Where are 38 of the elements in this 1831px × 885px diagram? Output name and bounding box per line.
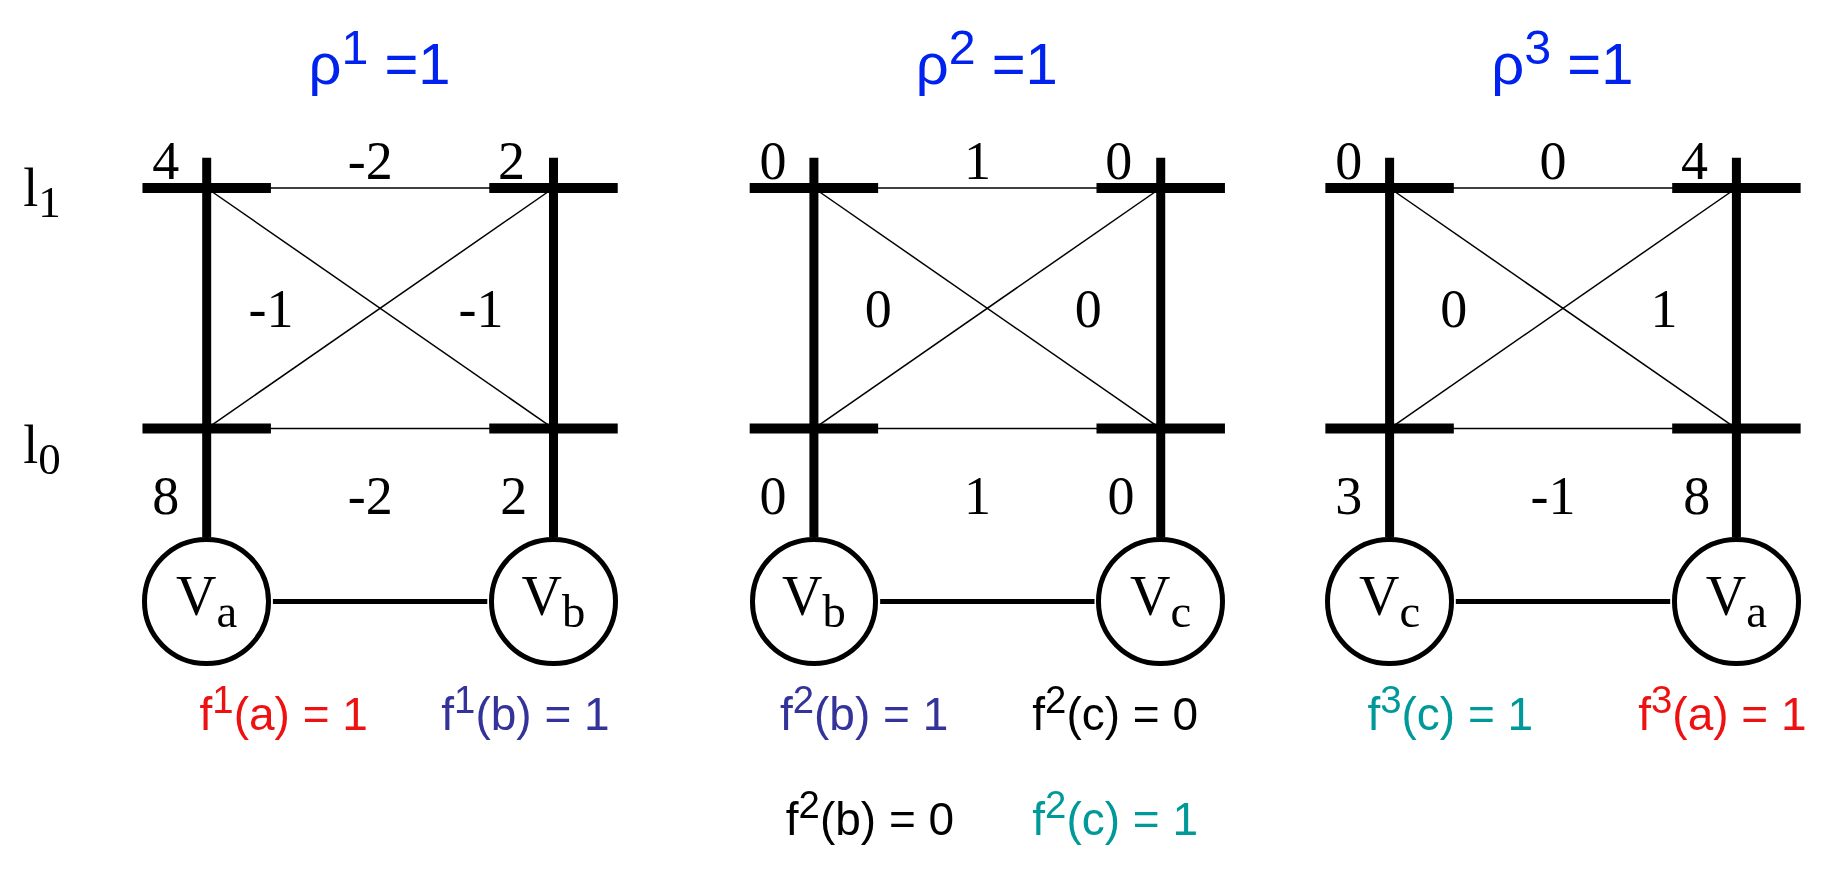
cost-value: 0 [1539, 134, 1567, 189]
variable-circle: V$_{b}$ [489, 537, 618, 666]
cost-value: -2 [347, 469, 393, 524]
cost-value: 3 [1335, 469, 1363, 524]
cost-value: 0 [1335, 134, 1363, 189]
cost-value: -2 [347, 134, 393, 189]
cost-value: 2 [497, 134, 525, 189]
label-name: l$_{0}$ [23, 417, 61, 482]
weight-heading: ρ$^{3}$ =1 [1491, 23, 1634, 94]
cost-value: 2 [500, 469, 528, 524]
cost-value: 4 [152, 134, 180, 189]
variable-circle: V$_{a}$ [142, 537, 271, 666]
variable-circle: V$_{b}$ [749, 537, 879, 666]
cost-value: 4 [1680, 134, 1708, 189]
variable-circle: V$_{c}$ [1325, 537, 1454, 666]
cost-value: 0 [1074, 282, 1102, 337]
cost-value: -1 [458, 282, 504, 337]
cost-value: 1 [963, 469, 991, 524]
cost-value: 0 [1440, 282, 1468, 337]
label-name: l$_{1}$ [23, 160, 61, 226]
connector-line [880, 598, 1095, 604]
weight-heading: ρ$^{1}$ =1 [308, 23, 451, 94]
cost-value: 0 [1107, 469, 1135, 524]
connector-line [1455, 598, 1671, 604]
cost-value: -1 [1530, 469, 1576, 524]
cost-value: 1 [1650, 282, 1678, 337]
variable-circle: V$_{a}$ [1672, 537, 1801, 666]
cost-value: 0 [1105, 134, 1133, 189]
cost-value: 8 [152, 469, 180, 524]
weight-heading: ρ$^{2}$ =1 [915, 23, 1058, 94]
cost-value: 1 [963, 134, 991, 189]
cost-value: 0 [759, 469, 787, 524]
cost-value: 8 [1683, 469, 1711, 524]
cost-value: -1 [248, 282, 294, 337]
cost-value: 0 [759, 134, 787, 189]
cost-value: 0 [864, 282, 892, 337]
connector-line [272, 598, 488, 604]
variable-circle: V$_{c}$ [1096, 537, 1225, 666]
